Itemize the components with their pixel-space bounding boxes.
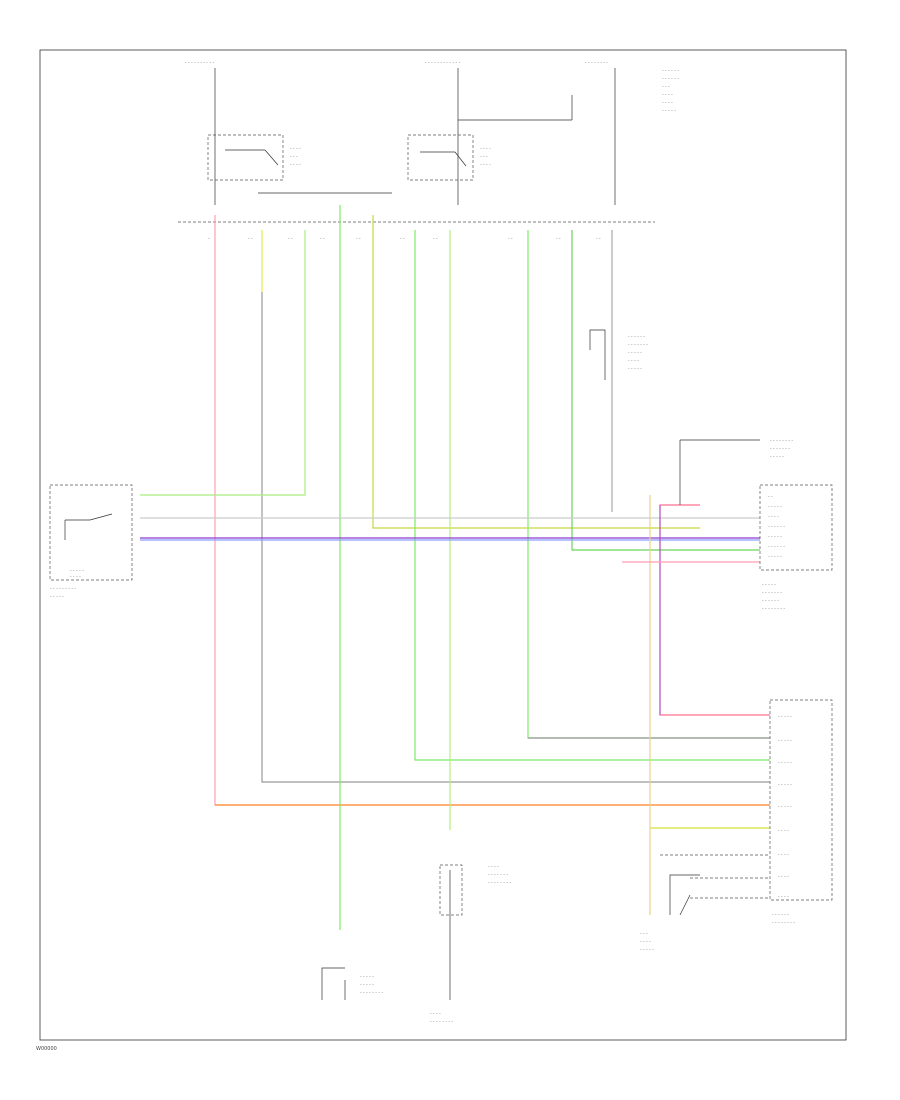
svg-text:- - - - -: - - - - - xyxy=(662,109,676,114)
svg-text:- - - -: - - - - xyxy=(768,515,779,520)
svg-text:- - -: - - - xyxy=(480,155,488,160)
connector-labels: -- - - -- - - -- - - -- - - -- - xyxy=(208,237,601,242)
svg-text:-: - xyxy=(208,237,210,242)
svg-text:- - - - - - - -: - - - - - - - - xyxy=(770,439,793,444)
power-feeds: - - - - - - - - - - - - - - - - - - - - … xyxy=(185,61,679,205)
module-feed: - - - - - - - - - - - - - - - - - - - - xyxy=(679,439,793,505)
svg-text:- - - - - - - -: - - - - - - - - xyxy=(360,991,383,996)
svg-text:- - - -: - - - - xyxy=(778,875,789,880)
svg-text:- - - -: - - - - xyxy=(480,147,491,152)
svg-text:- - - -: - - - - xyxy=(640,940,651,945)
brake-switch: - - - - - - - - - - - - - - - - - - xyxy=(321,967,383,1000)
svg-text:- - - - - -: - - - - - - xyxy=(762,599,779,604)
svg-text:- - - - - - -: - - - - - - - xyxy=(488,873,508,878)
svg-text:- -: - - xyxy=(320,237,325,242)
svg-text:- - - - - -: - - - - - - xyxy=(628,335,645,340)
svg-text:- - -: - - - xyxy=(290,155,298,160)
svg-text:- - - - -: - - - - - xyxy=(778,715,792,720)
svg-text:- - - -: - - - - xyxy=(778,829,789,834)
figure-code: W00000 xyxy=(36,1046,57,1052)
clutch-switch: - - - - - - - - - - - - - - - - - - - - … xyxy=(589,329,648,380)
svg-text:- - - -: - - - - xyxy=(628,359,639,364)
wires xyxy=(140,205,770,930)
svg-text:- - - -: - - - - xyxy=(290,147,301,152)
cruise-control-switch: - - - - - - - - - - - - - - - - - - - - … xyxy=(49,484,133,600)
svg-text:- - - -: - - - - xyxy=(290,163,301,168)
svg-text:- - - - -: - - - - - xyxy=(628,351,642,356)
svg-text:- -: - - xyxy=(596,237,601,242)
svg-text:- -: - - xyxy=(400,237,405,242)
wire-gray-1 xyxy=(261,292,770,783)
svg-text:- - - - - -: - - - - - - xyxy=(768,525,785,530)
svg-text:- - - - -: - - - - - xyxy=(360,975,374,980)
svg-text:- - - - - - - - -: - - - - - - - - - xyxy=(50,587,76,592)
wire-green-mid xyxy=(414,230,770,761)
svg-text:- - - -: - - - - xyxy=(488,865,499,870)
svg-text:- - - -: - - - - xyxy=(480,163,491,168)
svg-text:- - - - - - - - - - - -: - - - - - - - - - - - - xyxy=(425,61,461,66)
lower-switch: - - - - - - - - - - - - xyxy=(640,854,770,953)
svg-text:- - - -: - - - - xyxy=(430,1012,441,1017)
vehicle-speed-sensor: - - - - - - - - - - - - - - - - - - - - … xyxy=(430,864,511,1025)
svg-text:- - - - - - - -: - - - - - - - - xyxy=(762,607,785,612)
svg-text:- - - - - -: - - - - - - xyxy=(662,69,679,74)
svg-text:- - -: - - - xyxy=(640,932,648,937)
svg-text:- - - - - - -: - - - - - - - xyxy=(762,591,782,596)
svg-text:- - - - -: - - - - - xyxy=(762,583,776,588)
svg-text:- - - - - - - -: - - - - - - - - xyxy=(772,921,795,926)
svg-text:- -: - - xyxy=(508,237,513,242)
wire-green-switch xyxy=(140,230,306,496)
svg-text:- - - - -: - - - - - xyxy=(360,983,374,988)
svg-text:- - - - -: - - - - - xyxy=(778,805,792,810)
cruise-actuator: - - - - - - - - - - - - - - - - - - - - … xyxy=(769,699,833,926)
cruise-control-module: - - - - - - - - - - - - - - - - - - - - … xyxy=(759,484,833,612)
svg-text:- - - - - - -: - - - - - - - xyxy=(770,447,790,452)
svg-text:- - - -: - - - - xyxy=(662,101,673,106)
svg-text:- -: - - xyxy=(433,237,438,242)
wire-yellow xyxy=(372,215,700,529)
svg-text:- - - - -: - - - - - xyxy=(778,739,792,744)
svg-text:- - - - -: - - - - - xyxy=(50,595,64,600)
svg-text:- - - -: - - - - xyxy=(662,93,673,98)
svg-text:- - - - - - - -: - - - - - - - - xyxy=(488,881,511,886)
wire-green-right xyxy=(527,230,770,739)
diagram-frame xyxy=(39,49,847,1041)
relay-left: - - - - - - - - - - - xyxy=(207,134,301,181)
svg-text:- - - - - - -: - - - - - - - xyxy=(628,343,648,348)
svg-text:- - - - -: - - - - - xyxy=(770,455,784,460)
svg-text:- - - - - -: - - - - - - xyxy=(772,913,789,918)
svg-text:- -: - - xyxy=(556,237,561,242)
svg-text:- - -: - - - xyxy=(662,85,670,90)
svg-text:- -: - - xyxy=(288,237,293,242)
svg-text:- - - - -: - - - - - xyxy=(768,555,782,560)
svg-text:- - - - -: - - - - - xyxy=(628,367,642,372)
svg-text:- - - -: - - - - xyxy=(70,575,81,580)
svg-text:- -: - - xyxy=(356,237,361,242)
svg-text:- - - - - -: - - - - - - xyxy=(768,545,785,550)
wire-pink-module xyxy=(659,504,770,716)
svg-text:- - - - -: - - - - - xyxy=(778,761,792,766)
relay-right: - - - - - - - - - - - xyxy=(407,134,491,181)
svg-text:- - - - - - - -: - - - - - - - - xyxy=(430,1020,453,1025)
svg-text:- - - - -: - - - - - xyxy=(778,783,792,788)
svg-text:- - - - -: - - - - - xyxy=(640,948,654,953)
wire-pink xyxy=(214,215,770,806)
svg-text:- - - - - - - -: - - - - - - - - xyxy=(585,61,608,66)
svg-text:- - - - - -: - - - - - - xyxy=(662,77,679,82)
svg-text:- - - - - - - - - -: - - - - - - - - - - xyxy=(185,61,214,66)
svg-text:- - - - -: - - - - - xyxy=(768,535,782,540)
svg-text:- - - -: - - - - xyxy=(778,853,789,858)
svg-text:- - - - -: - - - - - xyxy=(768,505,782,510)
svg-text:- - - - -: - - - - - xyxy=(70,569,84,574)
svg-text:- - - -: - - - - xyxy=(778,895,789,900)
svg-text:- -: - - xyxy=(248,237,253,242)
wire-green-module xyxy=(571,230,760,551)
svg-text:- -: - - xyxy=(768,495,773,500)
